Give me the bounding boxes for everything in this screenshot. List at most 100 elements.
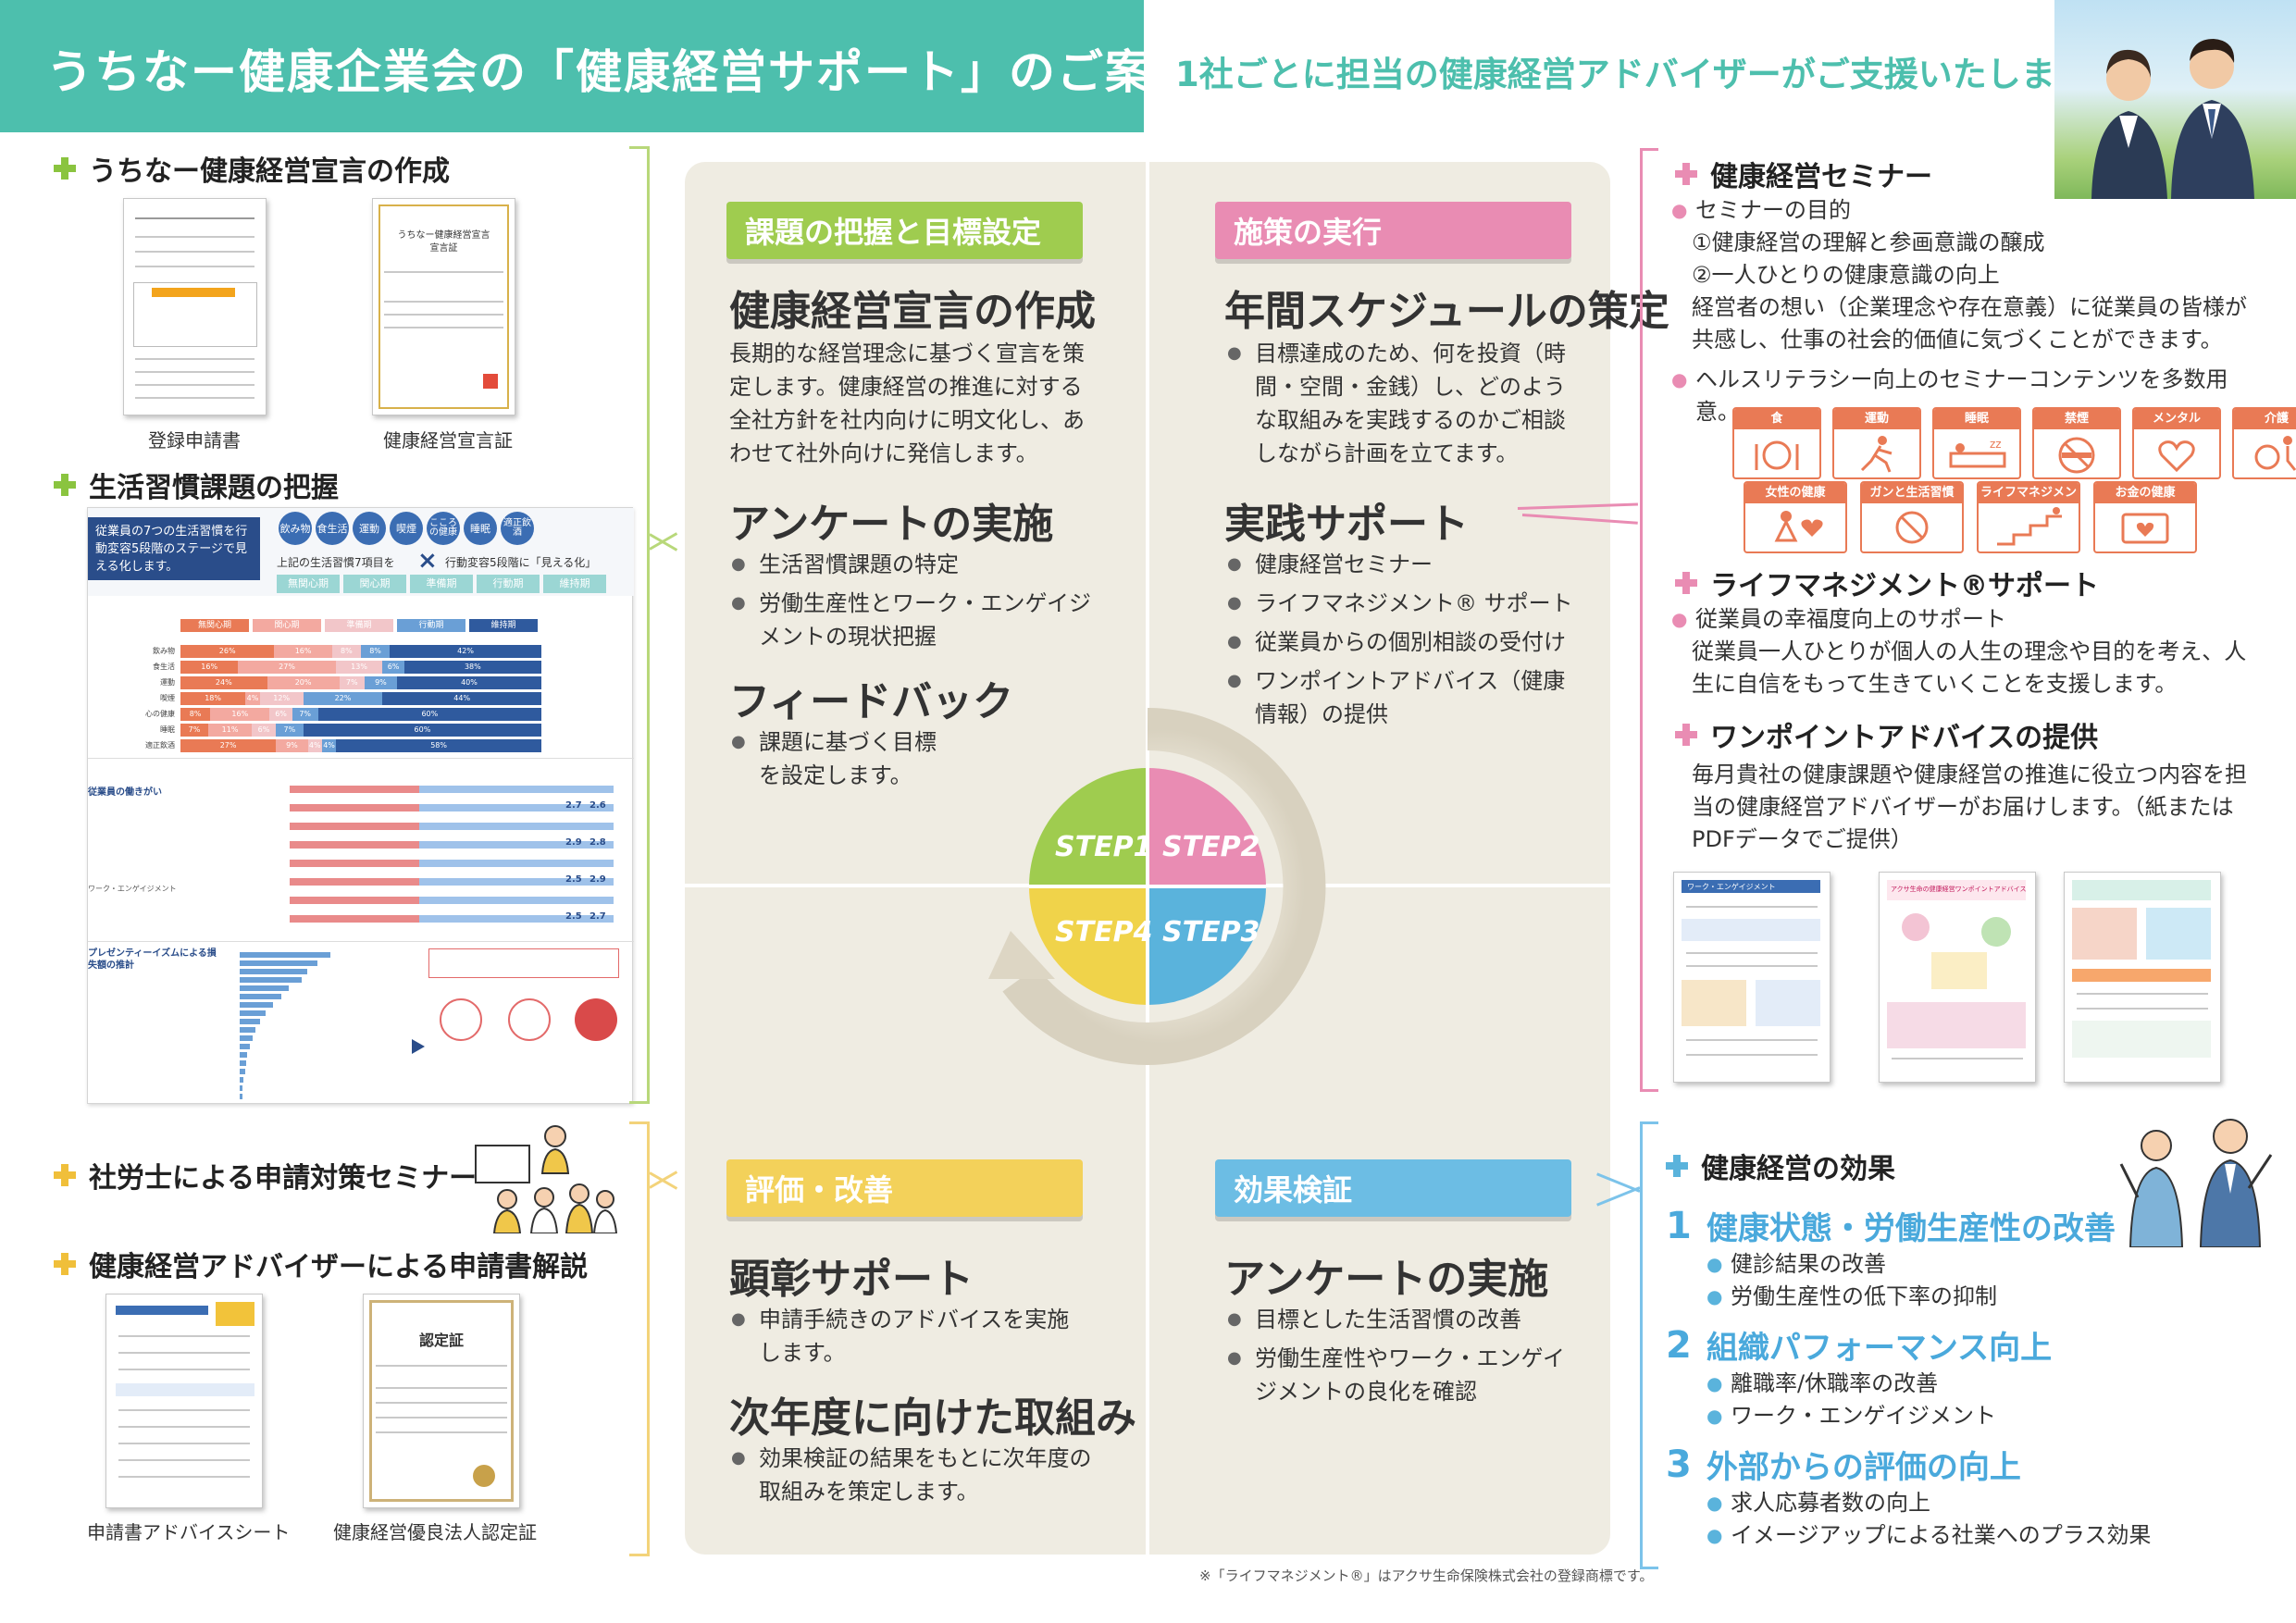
list-item: 目標達成のため、何を投資（時間・空間・金銭）し、どのような取組みを実践するのかご…	[1227, 337, 1579, 470]
step4-quadrant	[1029, 886, 1148, 1005]
survey-segment: 9%	[364, 676, 397, 689]
habits-box: 従業員の7つの生活習慣を行動変容5段階のステージで見える化します。	[88, 517, 260, 580]
cycle-arrow-head	[988, 931, 1055, 979]
list-item: 従業員からの個別相談の受付け	[1227, 626, 1579, 659]
stage-label: 維持期	[543, 575, 606, 593]
seminar-item: ①健康経営の理解と参画意識の醸成	[1692, 229, 2045, 255]
survey-segment: 27%	[238, 661, 336, 674]
q2-schedule-list: 目標達成のため、何を投資（時間・空間・金銭）し、どのような取組みを実践するのかご…	[1227, 337, 1579, 470]
engagement-bar	[290, 823, 614, 830]
presenteeism-bar	[240, 1010, 266, 1016]
engagement-score: 2.6	[590, 800, 606, 811]
engagement-score: 2.8	[590, 837, 606, 848]
survey-segment: 13%	[335, 661, 383, 674]
stage-label: 準備期	[410, 575, 473, 593]
step1-quadrant	[1029, 768, 1148, 886]
engagement-score: 2.7	[590, 911, 606, 922]
onepoint-desc: 毎月貴社の健康課題や健康経営の推進に役立つ内容を担当の健康経営アドバイザーがお届…	[1692, 762, 2247, 852]
seminar-illustration	[470, 1109, 618, 1234]
exercise-icon: 運動	[1832, 407, 1921, 479]
step3-quadrant	[1148, 886, 1266, 1005]
stage-label: 関心期	[343, 575, 406, 593]
list-item: 申請手続きのアドバイスを実施します。	[731, 1303, 1083, 1369]
presenteeism-bar	[240, 1069, 245, 1074]
effect-item: 健診結果の改善	[1706, 1248, 2221, 1281]
declaration-certificate-thumbnail: うちなー健康経営宣言 宣言証	[372, 198, 515, 415]
survey-segment: 44%	[382, 692, 541, 705]
seminar-purpose: セミナーの目的	[1671, 194, 2264, 227]
plus-icon	[1675, 572, 1697, 594]
q1-heading-feedback: フィードバック	[729, 678, 1014, 725]
survey-segment: 11%	[208, 724, 253, 737]
onepoint-sample-3	[2064, 872, 2221, 1083]
list-item: 労働生産性とワーク・エンゲイジメントの現状把握	[731, 587, 1101, 653]
lifemgmt-desc: 従業員一人ひとりが個人の人生の理念や目的を考え、人生に自信をもって生きていくこと…	[1692, 638, 2247, 697]
list-item: 生活習慣課題の特定	[731, 548, 1101, 581]
phase-label-action: 施策の実行	[1215, 202, 1571, 259]
effect-group-1: 1 健康状態・労働生産性の改善	[1666, 1204, 2116, 1248]
survey-segment: 6%	[382, 661, 404, 674]
formula-a: 上記の生活習慣7項目を	[277, 556, 395, 569]
presenteeism-bar	[240, 1094, 242, 1099]
survey-segment: 7%	[292, 708, 318, 721]
seminar-contents: ヘルスリテラシー向上のセミナーコンテンツを多数用意。	[1671, 364, 2264, 428]
survey-segment: 7%	[339, 676, 365, 689]
effect-item: 求人応募者数の向上	[1706, 1487, 2221, 1519]
survey-segment: 16%	[180, 661, 239, 674]
presenteeism-bar	[240, 952, 330, 958]
survey-segment: 4%	[307, 739, 322, 752]
survey-row-label: 喫煙	[160, 694, 175, 702]
effect-item: ワーク・エンゲイジメント	[1706, 1400, 2221, 1432]
effects-list: 1 健康状態・労働生産性の改善 健診結果の改善 労働生産性の低下率の抑制 2 組…	[1666, 1203, 2221, 1553]
list-item: ライフマネジメント® サポート	[1227, 587, 1579, 620]
mental-icon: メンタル	[2132, 407, 2221, 479]
registration-form-caption: 登録申請書	[148, 429, 241, 452]
presenteeism-bar	[240, 1077, 244, 1083]
advisor-heading: 健康経営アドバイザーによる申請書解説	[54, 1244, 588, 1284]
seminar-desc: 経営者の想い（企業理念や存在意義）に従業員の皆様が共感し、仕事の社会的価値に気づ…	[1692, 294, 2247, 353]
list-item: 課題に基づく目標を設定します。	[731, 725, 944, 792]
q2-heading-schedule: 年間スケジュールの策定	[1224, 288, 1669, 335]
phase-label-verification: 効果検証	[1215, 1159, 1571, 1217]
list-item: ワンポイントアドバイス（健康情報）の提供	[1227, 664, 1579, 731]
survey-stage-header: 関心期	[253, 619, 321, 632]
engagement-bar	[290, 860, 614, 867]
survey-row-label: 食生活	[153, 663, 175, 671]
step2-label: STEP2	[1162, 831, 1260, 863]
habit-circles: 飲み物 食生活 運動 喫煙 こころの健康 睡眠 適正飲酒	[279, 512, 534, 545]
cancer-lifestyle-icon: ガンと生活習慣	[1860, 481, 1964, 553]
habit-circle: 適正飲酒	[501, 512, 534, 545]
survey-stage-header: 準備期	[325, 619, 393, 632]
survey-row-bar: 18%4%12%22%44%	[180, 692, 541, 705]
survey-row-label: 運動	[160, 678, 175, 687]
q4-survey-list: 目標とした生活習慣の改善 労働生産性やワーク・エンゲイジメントの良化を確認	[1227, 1303, 1579, 1408]
presenteeism-bar	[240, 960, 317, 966]
advisors-photo	[2054, 0, 2296, 199]
lifemgmt-content: 従業員の幸福度向上のサポート 従業員一人ひとりが個人の人生の理念や目的を考え、人…	[1671, 603, 2264, 700]
seminar-item: ②一人ひとりの健康意識の向上	[1692, 262, 2000, 288]
survey-segment: 6%	[252, 724, 276, 737]
presenteeism-bar	[240, 1002, 274, 1008]
survey-segment: 60%	[303, 724, 541, 737]
presenteeism-bar	[240, 1035, 253, 1041]
arrow-right-icon	[412, 1039, 425, 1054]
meal-icon: 食	[1732, 407, 1821, 479]
presenteeism-bar	[240, 1019, 261, 1024]
presenteeism-title: プレゼンティーイズムによる損失額の推計	[88, 948, 217, 971]
q2-practice-list: 健康経営セミナー ライフマネジメント® サポート 従業員からの個別相談の受付け …	[1227, 548, 1579, 731]
survey-segment: 7%	[180, 724, 208, 737]
declaration-heading: うちなー健康経営宣言の作成	[54, 148, 450, 189]
page-title: うちなー健康企業会の「健康経営サポート」のご案内	[46, 45, 1201, 99]
header-band	[0, 0, 1144, 132]
seminar-icons-row2: 女性の健康 ガンと生活習慣 ライフマネジメント® お金の健康	[1744, 481, 2197, 553]
survey-segment: 8%	[180, 708, 211, 721]
step2-quadrant	[1148, 768, 1266, 886]
left-bracket-bottom	[629, 1121, 650, 1556]
onepoint-sample-2: アクサ生命の健康経営ワンポイントアドバイス	[1879, 872, 2036, 1083]
survey-stage-header: 維持期	[469, 619, 538, 632]
q4-heading-survey: アンケートの実施	[1224, 1256, 1549, 1303]
survey-row-label: 適正飲酒	[145, 741, 175, 750]
habit-circle: 食生活	[316, 512, 349, 545]
q1-feedback-list: 課題に基づく目標を設定します。	[731, 725, 944, 792]
